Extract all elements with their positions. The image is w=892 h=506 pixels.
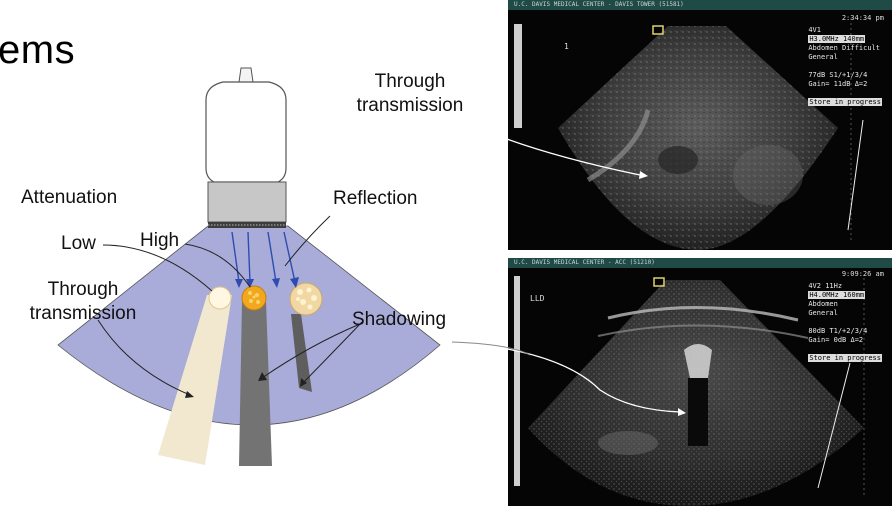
us-bottom-readout-line bbox=[808, 318, 882, 327]
label-through-transmission-line1: Through bbox=[18, 278, 148, 302]
us-annotation-through-transmission: Through transmission bbox=[345, 70, 475, 118]
us-top-readout-line: Store in progress bbox=[808, 98, 882, 107]
label-through-transmission-line2: transmission bbox=[18, 302, 148, 326]
ultrasound-image-top: U.C. DAVIS MEDICAL CENTER - DAVIS TOWER … bbox=[508, 0, 892, 250]
us-bottom-marker: LLD bbox=[530, 294, 544, 303]
us-bottom-readout-line: H4.0MHz 160mm bbox=[808, 291, 882, 300]
us-top-marker: 1 bbox=[564, 42, 569, 51]
label-attenuation: Attenuation bbox=[21, 187, 117, 209]
low-attenuation-object bbox=[209, 287, 231, 309]
us-top-readout-line: General bbox=[808, 53, 882, 62]
label-low: Low bbox=[61, 233, 96, 255]
us-top-readout-line: 77dB S1/+1/3/4 bbox=[808, 71, 882, 80]
transducer-probe bbox=[206, 68, 286, 228]
us-bottom-readout-line: Gain= 0dB Δ=2 bbox=[808, 336, 882, 345]
us-bottom-readout: 4V2 11Hz H4.0MHz 160mm Abdomen General 8… bbox=[808, 282, 882, 363]
us-bottom-acoustic-shadow bbox=[688, 378, 708, 446]
us-top-readout-line: H3.0MHz 140mm bbox=[808, 35, 865, 43]
ultrasound-image-bottom: U.C. DAVIS MEDICAL CENTER - ACC (51210) … bbox=[508, 258, 892, 506]
us-top-readout-line: H3.0MHz 140mm bbox=[808, 35, 882, 44]
us-top-readout-line: 4V1 bbox=[808, 26, 882, 35]
us-bottom-readout-line: General bbox=[808, 309, 882, 318]
reflector-object bbox=[290, 283, 322, 315]
us-top-readout-line: Gain= 11dB Δ=2 bbox=[808, 80, 882, 89]
us-top-readout: 4V1 H3.0MHz 140mm Abdomen Difficult Gene… bbox=[808, 26, 882, 107]
us-bottom-readout-line: Abdomen bbox=[808, 300, 882, 309]
us-bottom-readout-line: H4.0MHz 160mm bbox=[808, 291, 865, 299]
us-bottom-readout-line: 4V2 11Hz bbox=[808, 282, 882, 291]
us-bottom-readout-line: Store in progress bbox=[808, 354, 882, 362]
label-through-transmission: Through transmission bbox=[18, 278, 148, 326]
us-top-readout-line bbox=[808, 62, 882, 71]
label-shadowing: Shadowing bbox=[352, 309, 446, 331]
us-bottom-readout-line: 80dB T1/+2/3/4 bbox=[808, 327, 882, 336]
us-top-readout-line: Store in progress bbox=[808, 98, 882, 106]
label-reflection: Reflection bbox=[333, 188, 418, 210]
us-top-readout-line bbox=[808, 89, 882, 98]
us-bottom-readout-line: Store in progress bbox=[808, 354, 882, 363]
us-bottom-grayscale-bar bbox=[514, 276, 520, 486]
us-top-readout-line: Abdomen Difficult bbox=[808, 44, 882, 53]
us-annotation-line2: transmission bbox=[345, 94, 475, 118]
us-annotation-line1: Through bbox=[345, 70, 475, 94]
us-top-grayscale-bar bbox=[514, 24, 522, 128]
us-bottom-readout-line bbox=[808, 345, 882, 354]
label-high: High bbox=[140, 230, 179, 252]
